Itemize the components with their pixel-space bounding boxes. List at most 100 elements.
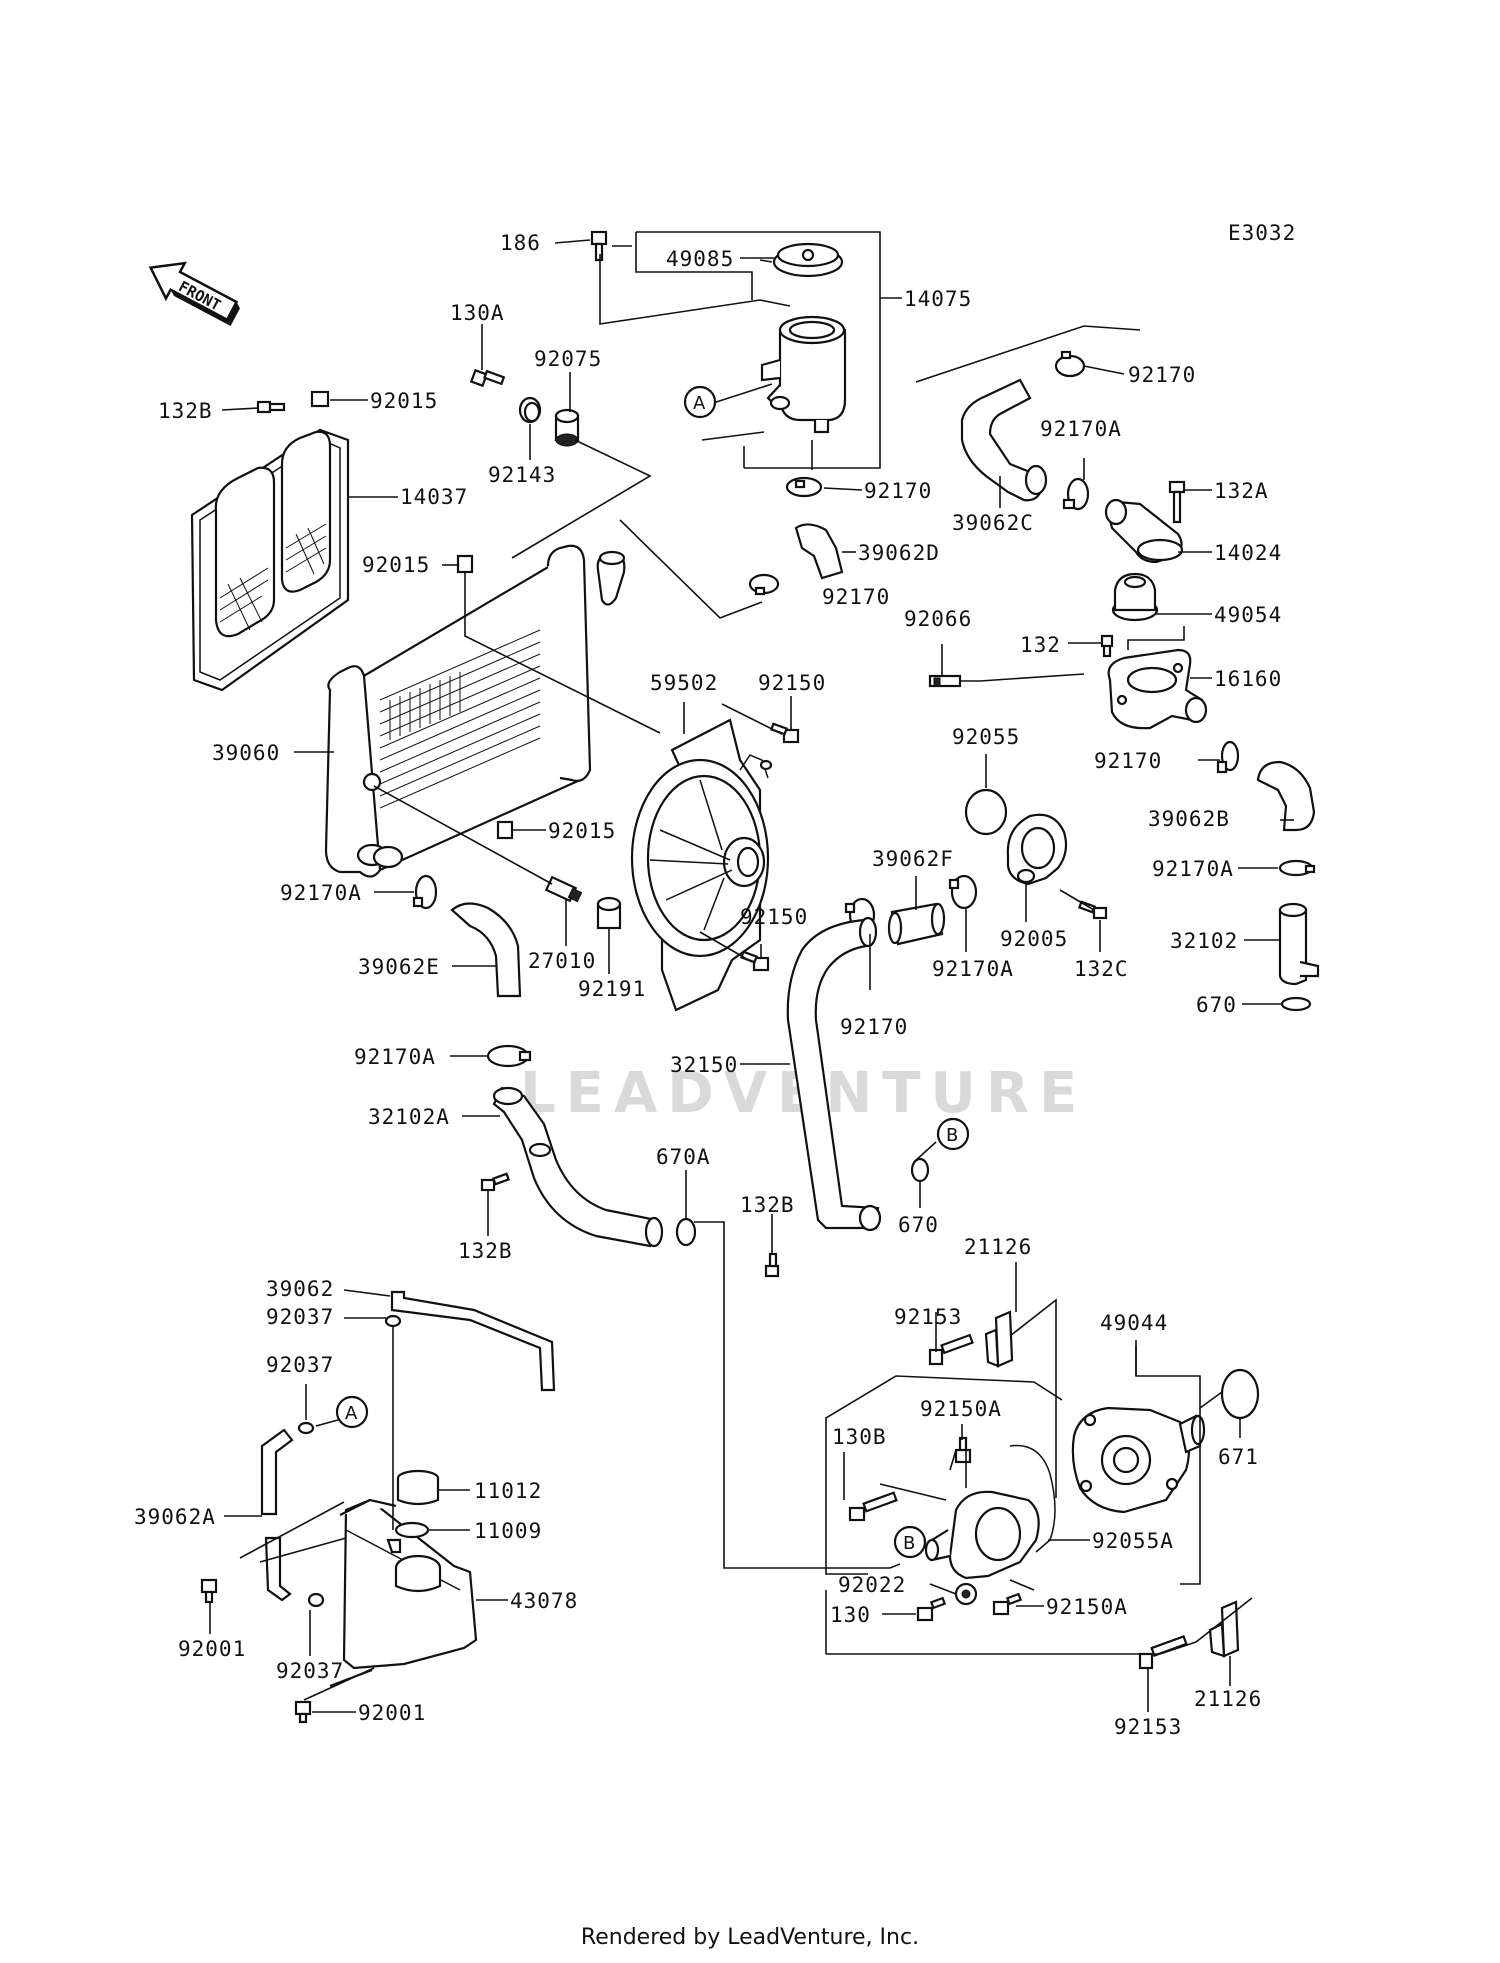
label-92191: 92191 <box>578 977 646 1001</box>
label-92170-right: 92170 <box>1094 749 1162 773</box>
bolt-132b-left-drawing <box>480 1172 511 1192</box>
bolt-132b-top-drawing <box>256 400 286 414</box>
leader-lines <box>209 231 1294 1713</box>
label-92066: 92066 <box>904 607 972 631</box>
label-49085: 49085 <box>666 247 734 271</box>
radiator-drawing <box>324 544 626 878</box>
clamp-92037-mid-drawing <box>297 1421 315 1435</box>
label-21126-top: 21126 <box>964 1235 1032 1259</box>
label-92055a: 92055A <box>1092 1529 1174 1553</box>
gasket-92055a-drawing <box>1009 1444 1056 1553</box>
pump-cover-drawing <box>924 1490 1040 1580</box>
label-92037-top: 92037 <box>266 1305 334 1329</box>
label-32102a: 32102A <box>368 1105 450 1129</box>
clamp-92170-neck-drawing <box>785 476 823 498</box>
label-92150-bottom: 92150 <box>740 905 808 929</box>
bolt-186-drawing <box>590 230 608 262</box>
bolt-132-drawing <box>1100 634 1114 658</box>
label-130a: 130A <box>450 301 505 325</box>
label-132b-middle: 132B <box>740 1193 795 1217</box>
label-670-mid: 670 <box>898 1213 939 1237</box>
diagram-code: E3032 <box>1228 221 1296 245</box>
label-16160: 16160 <box>1214 667 1282 691</box>
label-92170a-right: 92170A <box>1152 857 1234 881</box>
label-92055: 92055 <box>952 725 1020 749</box>
clamp-92170-top-right-drawing <box>1054 350 1086 378</box>
label-27010: 27010 <box>528 949 596 973</box>
label-92170-top-right: 92170 <box>1128 363 1196 387</box>
fan-switch-drawing <box>544 875 583 903</box>
ref-circle-a-top: A <box>683 385 717 419</box>
label-92150-top: 92150 <box>758 671 826 695</box>
radiator-cap-drawing <box>772 242 844 278</box>
label-186: 186 <box>500 231 541 255</box>
collar-92191-drawing <box>596 896 622 930</box>
hose-39062-drawing <box>390 1290 556 1392</box>
label-92150a-bottom: 92150A <box>1046 1595 1128 1619</box>
label-14075: 14075 <box>904 287 972 311</box>
label-14037: 14037 <box>400 485 468 509</box>
o-ring-670-right-drawing <box>1280 996 1312 1012</box>
radiator-screen-drawing <box>190 428 350 692</box>
bolt-92001-bottom-drawing <box>294 1700 312 1724</box>
part-labels: 186 49085 14075 130A 92075 92015 132B 92… <box>134 231 1282 1739</box>
hose-39062e-drawing <box>450 902 522 998</box>
label-92170-neck: 92170 <box>864 479 932 503</box>
label-92001-bottom: 92001 <box>358 1701 426 1725</box>
svg-text:B: B <box>946 1125 958 1146</box>
label-92143: 92143 <box>488 463 556 487</box>
bolt-92001-left-drawing <box>200 1578 218 1604</box>
label-92037-mid: 92037 <box>266 1353 334 1377</box>
label-92075: 92075 <box>534 347 602 371</box>
label-132: 132 <box>1020 633 1061 657</box>
ref-circle-b-top: B <box>936 1117 970 1151</box>
label-39062e: 39062E <box>358 955 440 979</box>
label-39062: 39062 <box>266 1277 334 1301</box>
clamp-92170a-low-drawing <box>486 1044 532 1068</box>
label-92001-left: 92001 <box>178 1637 246 1661</box>
label-39062c: 39062C <box>952 511 1034 535</box>
bolt-130b-drawing <box>848 1491 898 1522</box>
fan-shroud-drawing <box>630 718 773 1012</box>
pipe-32102a-drawing <box>492 1086 664 1248</box>
label-132a: 132A <box>1214 479 1269 503</box>
label-132b-left: 132B <box>458 1239 513 1263</box>
o-ring-92055-drawing <box>964 788 1008 836</box>
label-39062a: 39062A <box>134 1505 216 1529</box>
bolt-92150a-bottom-drawing <box>992 1592 1023 1616</box>
footer-credit: Rendered by LeadVenture, Inc. <box>580 1925 920 1950</box>
label-39062f: 39062F <box>872 847 954 871</box>
hose-39062a-upper-drawing <box>260 1428 294 1516</box>
nut-92015-top-drawing <box>310 390 330 408</box>
gasket-11009-drawing <box>394 1521 430 1539</box>
label-14024: 14024 <box>1214 541 1282 565</box>
label-92170a-low: 92170A <box>354 1045 436 1069</box>
washer-92022-drawing <box>954 1582 978 1606</box>
label-92015-low: 92015 <box>548 819 616 843</box>
collar-drawing <box>554 408 580 447</box>
label-92150a-top: 92150A <box>920 1397 1002 1421</box>
hose-39062d-drawing <box>794 523 844 580</box>
label-92153-top: 92153 <box>894 1305 962 1329</box>
label-92022: 92022 <box>838 1573 906 1597</box>
label-32102: 32102 <box>1170 929 1238 953</box>
label-670-right: 670 <box>1196 993 1237 1017</box>
label-92170a-mid: 92170A <box>932 957 1014 981</box>
screen-mesh-right <box>285 523 327 575</box>
hose-39062c-end <box>1024 464 1048 496</box>
clamp-92037-top-drawing <box>384 1314 402 1328</box>
label-39062d: 39062D <box>858 541 940 565</box>
o-ring-670-mid-drawing <box>910 1157 930 1183</box>
clamp-92170a-right-drawing <box>1278 859 1316 877</box>
clamp-92037-bottom-drawing <box>307 1592 325 1608</box>
reserve-cap-drawing <box>396 1469 440 1506</box>
label-43078: 43078 <box>510 1589 578 1613</box>
label-49054: 49054 <box>1214 603 1282 627</box>
pipe-32102-drawing <box>1278 902 1320 986</box>
bolt-132b-middle-drawing <box>764 1252 780 1278</box>
label-92170a-left: 92170A <box>280 881 362 905</box>
label-92005: 92005 <box>1000 927 1068 951</box>
label-670a: 670A <box>656 1145 711 1169</box>
cover-92005-drawing <box>1006 813 1068 886</box>
